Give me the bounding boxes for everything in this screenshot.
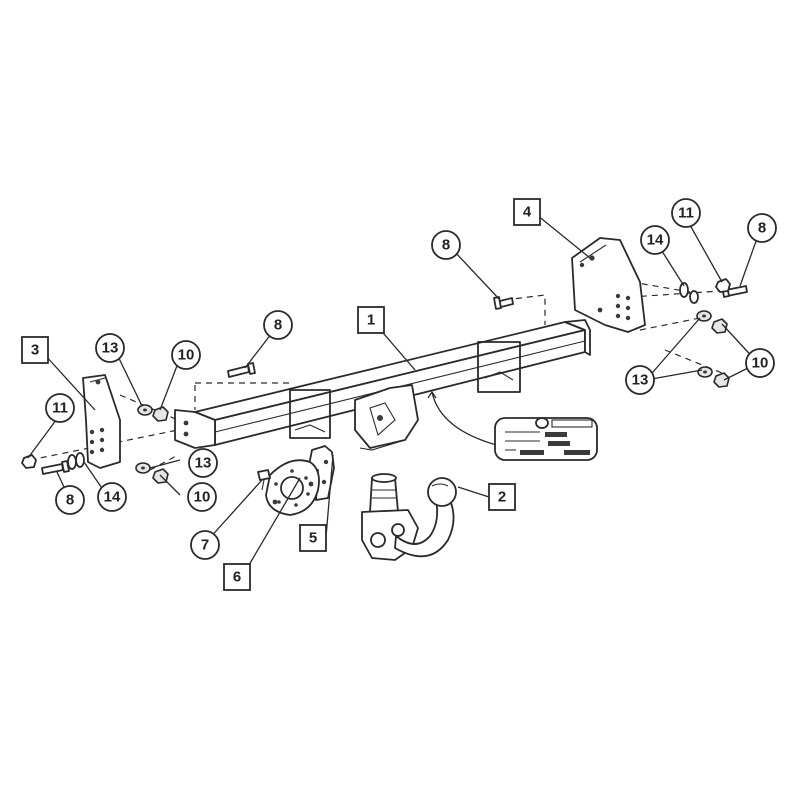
bracket-part-3: [82, 374, 121, 469]
svg-text:8: 8: [274, 317, 282, 334]
svg-text:3: 3: [31, 342, 39, 359]
svg-text:13: 13: [195, 455, 212, 472]
callout-round-13-left-upper: 13: [95, 333, 125, 363]
svg-text:14: 14: [104, 489, 121, 506]
callout-round-11-left: 11: [45, 393, 75, 423]
callout-round-14-left: 14: [97, 482, 127, 512]
svg-text:10: 10: [194, 489, 211, 506]
svg-text:8: 8: [442, 237, 450, 254]
callout-round-8-left-lower: 8: [55, 485, 85, 515]
socket-plate-part-6: [265, 459, 320, 516]
svg-text:11: 11: [52, 400, 68, 417]
fasteners-right: [493, 278, 748, 388]
leader-lines: [27, 214, 761, 578]
callout-round-10-left-lower: 10: [187, 482, 217, 512]
type-approval-plate: [427, 390, 598, 461]
callout-round-7: 7: [190, 530, 220, 560]
svg-text:1: 1: [367, 312, 375, 329]
callout-round-11-right: 11: [671, 198, 701, 228]
callout-square-1: 1: [357, 306, 385, 334]
svg-text:14: 14: [647, 232, 664, 249]
callout-round-8-right: 8: [747, 213, 777, 243]
callout-round-10-right: 10: [745, 348, 775, 378]
callout-round-8-center: 8: [431, 230, 461, 260]
svg-text:11: 11: [678, 205, 694, 222]
callout-round-8-left-upper: 8: [263, 310, 293, 340]
callout-round-14-right: 14: [640, 225, 670, 255]
svg-text:8: 8: [66, 492, 74, 509]
svg-text:13: 13: [632, 372, 649, 389]
bolt-part-7: [257, 469, 271, 491]
callout-round-13-left-lower: 13: [188, 448, 218, 478]
callout-square-5: 5: [299, 524, 327, 552]
svg-text:4: 4: [523, 204, 532, 221]
svg-text:10: 10: [752, 355, 769, 372]
callout-square-2: 2: [488, 483, 516, 511]
callout-round-10-left-upper: 10: [171, 340, 201, 370]
svg-text:13: 13: [102, 340, 119, 357]
towball-part-2: [361, 473, 457, 561]
svg-text:8: 8: [758, 220, 766, 237]
callout-round-13-right: 13: [625, 365, 655, 395]
crossbar-part-1: [174, 319, 591, 451]
bracket-part-4: [571, 237, 646, 333]
callout-square-3: 3: [21, 336, 49, 364]
svg-text:2: 2: [498, 489, 506, 506]
svg-text:7: 7: [201, 537, 209, 554]
callout-square-4: 4: [513, 198, 541, 226]
svg-text:6: 6: [233, 569, 241, 586]
svg-text:10: 10: [178, 347, 195, 364]
svg-text:5: 5: [309, 530, 317, 547]
callout-square-6: 6: [223, 563, 251, 591]
